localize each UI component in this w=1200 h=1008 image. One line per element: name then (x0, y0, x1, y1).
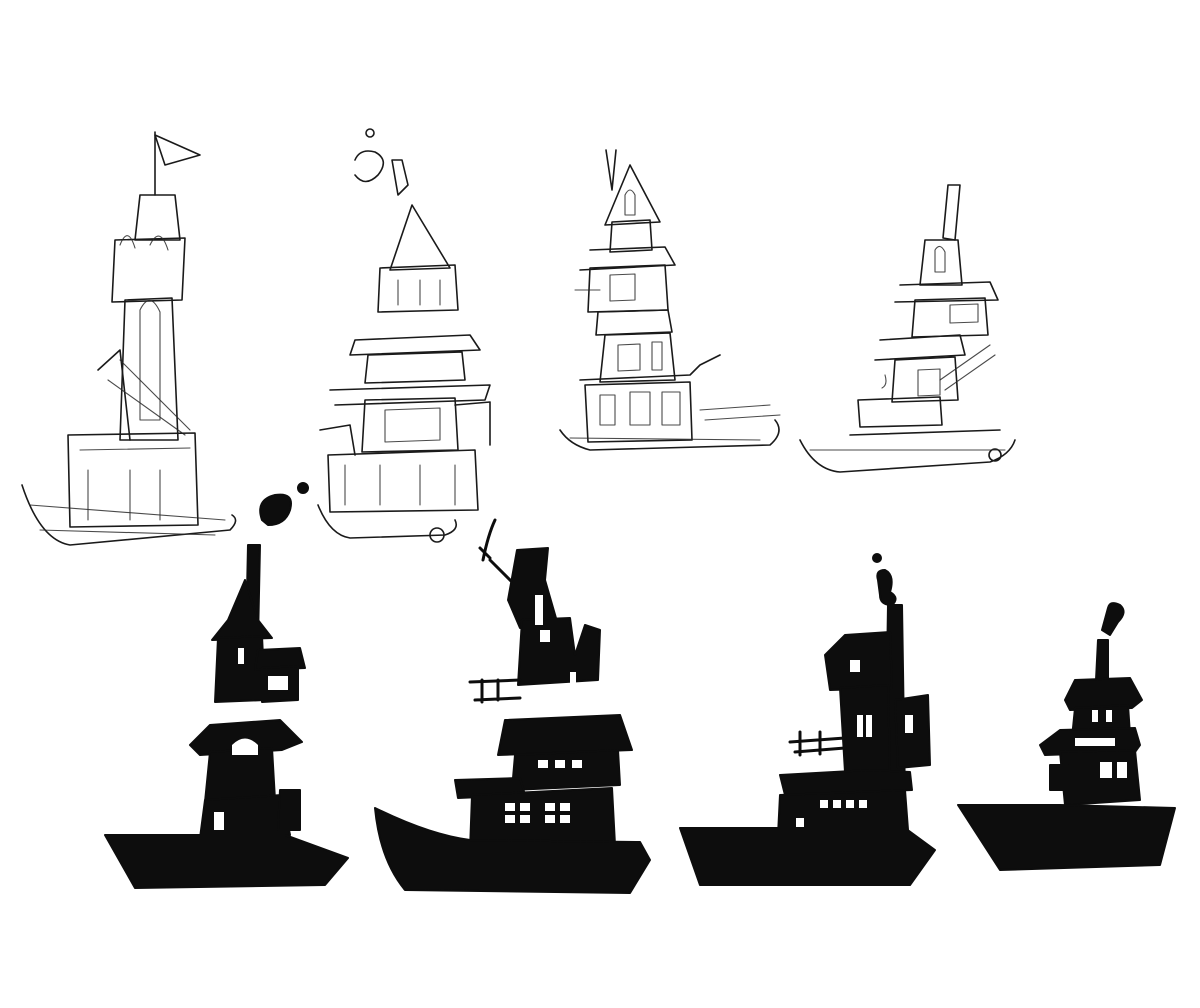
silhouette-ship-3 (679, 553, 936, 886)
silhouette-ship-4 (957, 602, 1176, 871)
line-sketch-ship-3 (559, 149, 781, 451)
line-sketch-ship-2 (317, 128, 491, 543)
line-sketch-ship-4 (799, 184, 1016, 473)
silhouette-ship-1 (104, 482, 349, 889)
silhouette-ship-2 (374, 518, 651, 894)
line-sketch-ship-1 (21, 131, 237, 546)
